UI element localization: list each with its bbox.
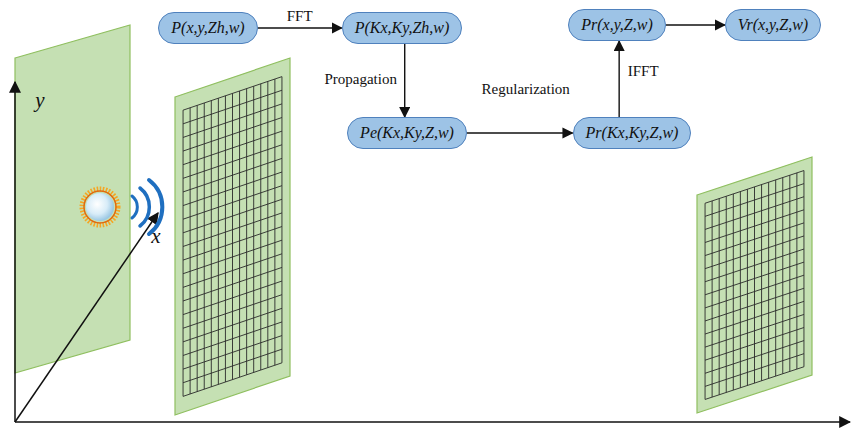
microphone-grid (183, 77, 804, 400)
process-pill: P(x,y,Zh,w) (158, 12, 257, 44)
step-label: FFT (287, 7, 313, 25)
axis-label: x (151, 225, 160, 247)
process-pill: Vr(x,y,Z,w) (725, 9, 821, 41)
formula-text: Pr(Kx,Ky,Z,w) (586, 123, 679, 143)
hologram-plane (175, 58, 290, 415)
process-pill: Pe(Kx,Ky,Z,w) (347, 117, 467, 149)
flow-arrow (618, 41, 619, 117)
step-label: Regularization (482, 80, 570, 98)
flow-arrow (258, 27, 342, 28)
step-label: IFFT (628, 62, 659, 80)
step-label: Propagation (324, 70, 397, 88)
process-pill: Pr(Kx,Ky,Z,w) (573, 117, 692, 149)
process-pill: Pr(x,y,Z,w) (568, 9, 666, 41)
formula-text: Pe(Kx,Ky,Z,w) (360, 123, 454, 143)
z-axis (15, 421, 850, 423)
formula-text: P(x,y,Zh,w) (171, 18, 244, 38)
y-axis (14, 82, 16, 422)
reconstruction-plane (697, 157, 812, 413)
process-pill: P(Kx,Ky,Zh,w) (342, 12, 463, 44)
source-plane (15, 25, 130, 373)
flow-arrow (666, 24, 725, 25)
axis-label: y (35, 89, 44, 111)
formula-text: P(Kx,Ky,Zh,w) (355, 18, 450, 38)
formula-text: Vr(x,y,Z,w) (738, 15, 808, 35)
formula-text: Pr(x,y,Z,w) (581, 15, 653, 35)
sound-source (82, 189, 118, 225)
x-axis (15, 213, 158, 422)
flow-arrow (467, 132, 573, 133)
flow-arrow (404, 44, 405, 117)
